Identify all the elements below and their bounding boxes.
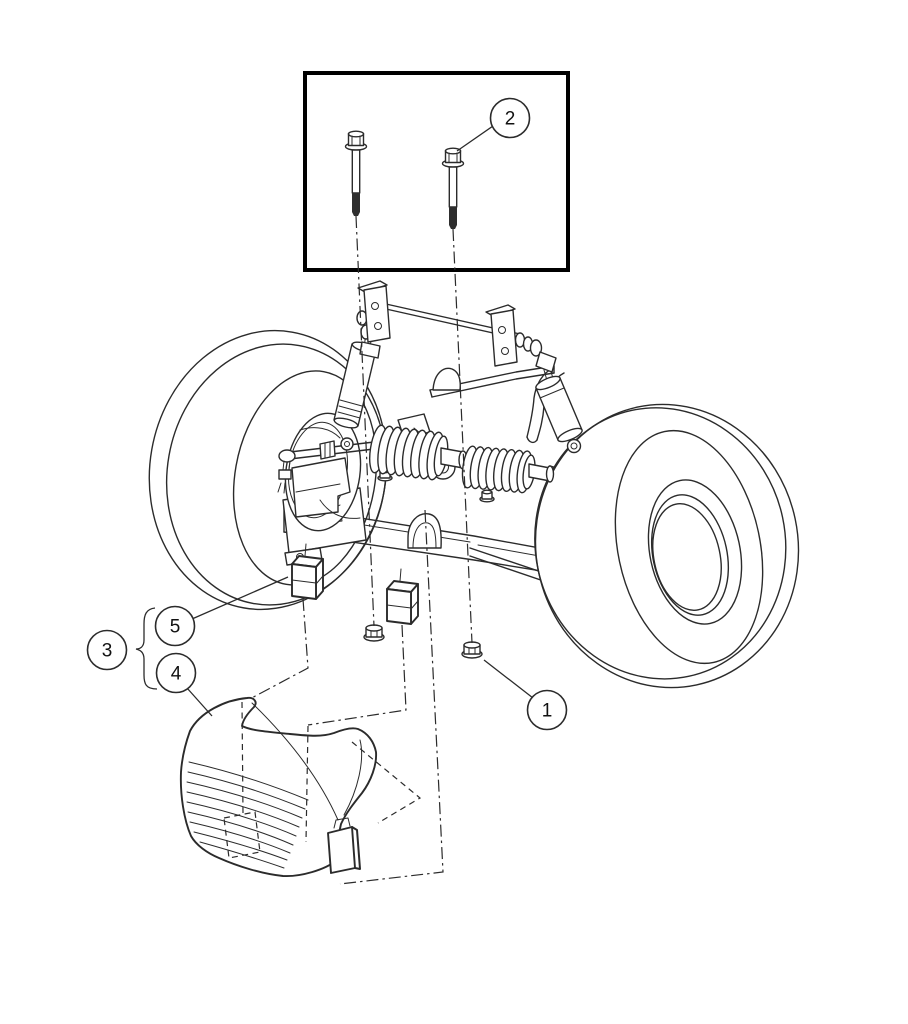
callout-3: 3: [86, 629, 128, 671]
flange-bolt-left: [344, 130, 368, 216]
front-bumper: [179, 696, 422, 877]
leader-line-4: [186, 687, 213, 717]
callouts: 2 1 5 4 3: [86, 97, 568, 731]
callout-4-label: 4: [171, 664, 182, 685]
callout-3-label: 3: [102, 641, 113, 662]
tie-rod: [277, 440, 375, 494]
upper-bracket-right: [485, 304, 557, 373]
callout-1: 1: [526, 689, 568, 731]
bumper-ribs: [186, 761, 309, 869]
frame-nut: [479, 489, 495, 503]
coil-spring-left: [368, 424, 468, 481]
center-lines: [245, 215, 473, 885]
bump-stop-left: [291, 543, 324, 600]
callout-2-label: 2: [505, 109, 516, 130]
callout-2: 2: [489, 97, 531, 139]
coil-spring-right: [461, 445, 555, 494]
bump-stop-right: [386, 568, 419, 625]
right-wheel: [534, 403, 800, 689]
callout-1-label: 1: [542, 701, 553, 722]
callout-5: 5: [154, 605, 196, 647]
flange-bolt-right: [441, 147, 465, 229]
callout-3-brace: [135, 607, 158, 690]
leader-line-5: [191, 576, 289, 620]
hardware-inset-box: [303, 71, 570, 272]
bumper-mount-pad-left: [223, 811, 261, 859]
callout-5-label: 5: [170, 617, 181, 638]
flange-nut-right: [461, 641, 483, 659]
upper-bracket-left: [356, 280, 391, 359]
callout-4: 4: [155, 652, 197, 694]
leader-line-2: [456, 125, 494, 152]
leader-line-1: [483, 659, 534, 699]
bumper-mount-pad-right: [327, 817, 361, 874]
flange-nut-left: [363, 624, 385, 642]
shock-absorber-right: [535, 367, 583, 454]
